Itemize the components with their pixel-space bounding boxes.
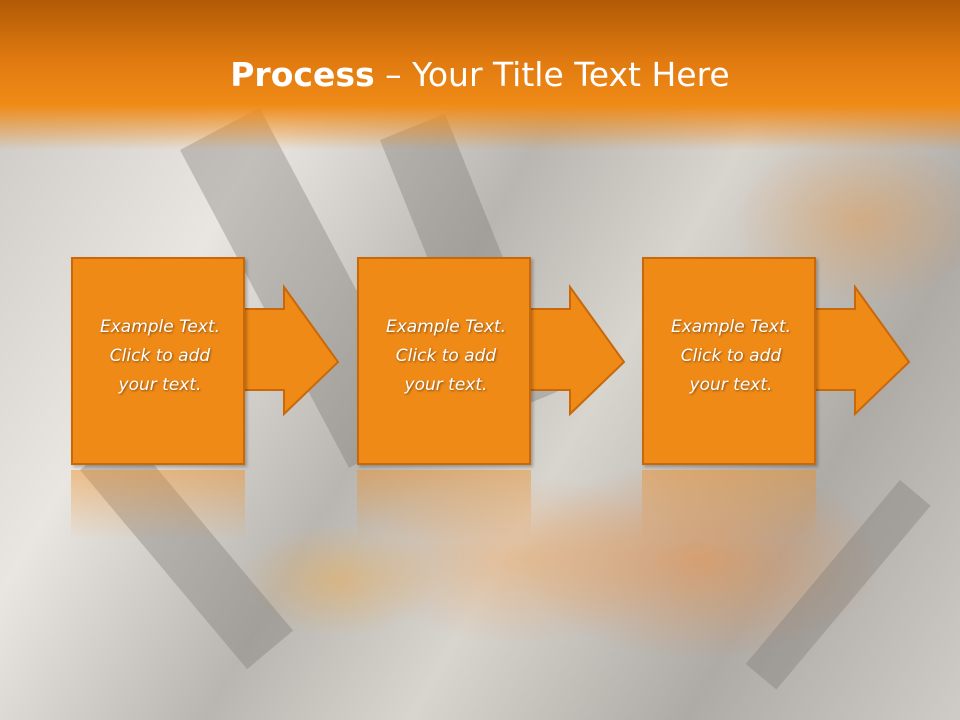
step-text-line: your text.: [404, 375, 488, 395]
step-text-line: Click to add: [109, 346, 211, 366]
step-text-line: Example Text.: [670, 317, 792, 337]
step-box[interactable]: Example Text. Click to add your text.: [357, 257, 531, 465]
step-text[interactable]: Example Text. Click to add your text.: [77, 313, 243, 400]
step-text-line: Click to add: [395, 346, 497, 366]
step-reflection: [642, 470, 816, 540]
step-box[interactable]: Example Text. Click to add your text.: [642, 257, 816, 465]
step-box[interactable]: Example Text. Click to add your text.: [71, 257, 245, 465]
arrow-right-icon: [526, 283, 626, 417]
step-text[interactable]: Example Text. Click to add your text.: [363, 313, 529, 400]
process-step-3: Example Text. Click to add your text.: [642, 257, 930, 467]
process-step-2: Example Text. Click to add your text.: [357, 257, 645, 467]
step-text-line: Click to add: [680, 346, 782, 366]
title-bold: Process: [230, 55, 375, 94]
title-text: Your Title Text Here: [412, 55, 730, 94]
process-step-1: Example Text. Click to add your text.: [71, 257, 359, 467]
title-dash: –: [374, 55, 413, 94]
arrow-right-icon: [240, 283, 340, 417]
step-text-line: Example Text.: [99, 317, 221, 337]
title-bar: [0, 0, 960, 150]
step-text-line: your text.: [118, 375, 202, 395]
slide-title[interactable]: Process – Your Title Text Here: [0, 54, 960, 96]
step-reflection: [71, 470, 245, 540]
step-text-line: your text.: [689, 375, 773, 395]
step-text-line: Example Text.: [385, 317, 507, 337]
arrow-right-icon: [811, 283, 911, 417]
step-text[interactable]: Example Text. Click to add your text.: [648, 313, 814, 400]
step-reflection: [357, 470, 531, 540]
